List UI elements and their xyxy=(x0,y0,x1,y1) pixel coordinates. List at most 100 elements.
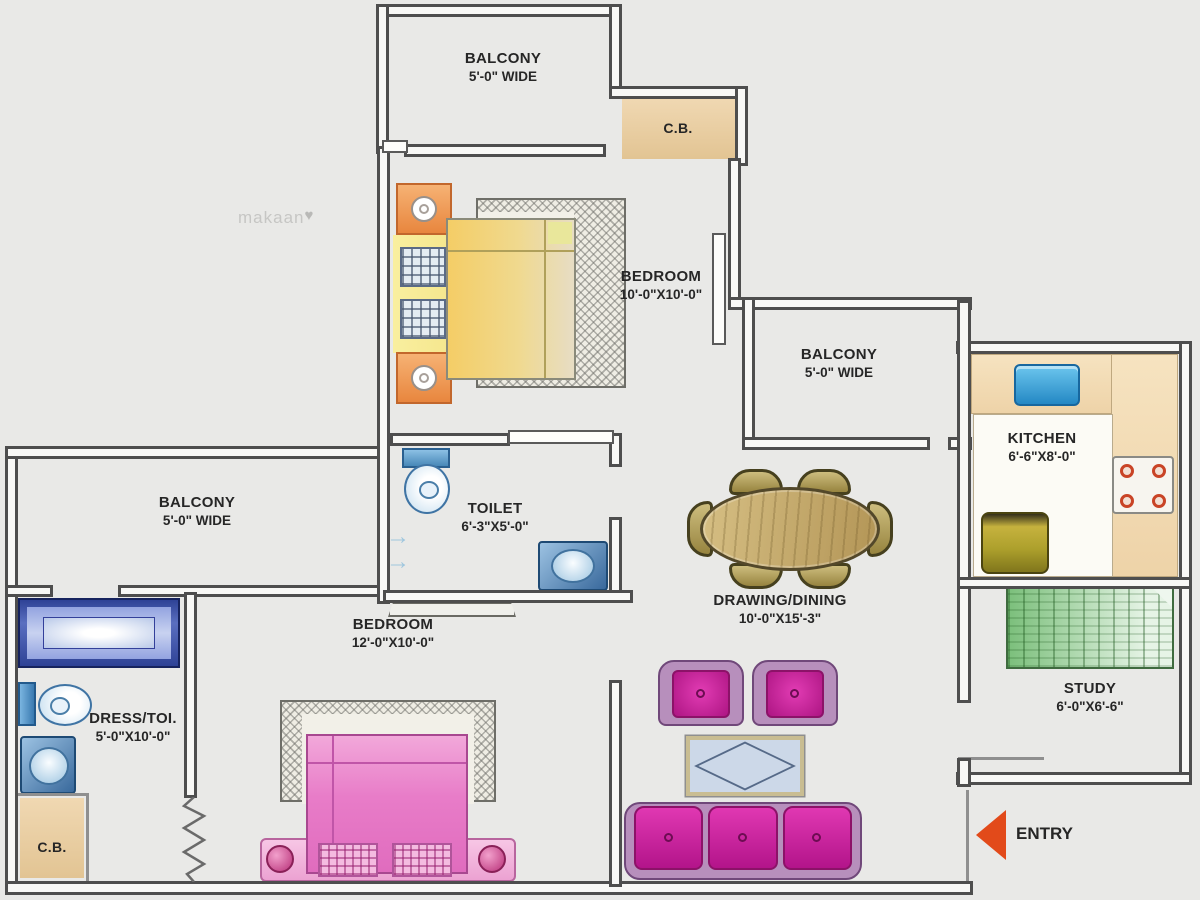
sofa-cushion xyxy=(782,806,852,870)
bed-blanket-icon xyxy=(446,218,576,380)
label-bedroom-bottom: BEDROOM 12'-0"X10'-0" xyxy=(352,616,434,651)
pillow-icon xyxy=(400,299,446,339)
cushion-button xyxy=(812,833,822,842)
label-dress-toi: DRESS/TOI. 5'-0"X10'-0" xyxy=(89,710,177,745)
room-name: BALCONY xyxy=(464,50,542,67)
floor-line xyxy=(8,793,88,796)
room-name: C.B. xyxy=(663,120,693,136)
wall xyxy=(184,592,197,798)
wall xyxy=(5,881,973,895)
room-dims: 5'-0"X10'-0" xyxy=(95,729,171,744)
room-name: C.B. xyxy=(37,839,67,855)
pillow-icon xyxy=(400,247,446,287)
armchair-icon xyxy=(752,660,838,726)
burner-icon xyxy=(1120,464,1134,478)
pillow-icon xyxy=(318,843,378,877)
wall xyxy=(735,86,748,166)
watermark: makaan♥ xyxy=(238,207,315,228)
lamp-icon xyxy=(411,365,437,391)
room-name: KITCHEN xyxy=(1007,430,1077,447)
kitchen-sink-icon xyxy=(1014,364,1080,406)
blanket-corner xyxy=(548,222,572,244)
blanket-fold xyxy=(332,736,334,872)
entry-threshold-line xyxy=(966,790,969,882)
room-dims: 6'-0"X6'-6" xyxy=(1056,699,1124,714)
sofa-cushion xyxy=(634,806,704,870)
room-dims: 6'-6"X8'-0" xyxy=(1008,449,1076,464)
bookshelf-stripes xyxy=(1008,587,1172,667)
dresser-inner xyxy=(27,607,171,659)
watermark-text: makaan xyxy=(238,208,305,227)
label-cb-top: C.B. xyxy=(663,119,692,137)
room-name: BALCONY xyxy=(158,494,236,511)
nightstand-icon xyxy=(396,352,452,404)
heart-icon: ♥ xyxy=(304,207,315,224)
sofa-icon xyxy=(624,802,862,880)
room-name: BEDROOM xyxy=(352,616,434,633)
wall xyxy=(390,433,510,446)
cushion-button xyxy=(663,833,673,842)
armchair-cushion xyxy=(766,670,824,718)
wall xyxy=(957,300,971,703)
room-dims: 10'-0"X15'-3" xyxy=(738,611,822,626)
wc-tank-icon xyxy=(18,682,36,726)
room-dims: 5'-0" WIDE xyxy=(468,69,538,84)
washbasin-icon xyxy=(20,736,76,794)
table-diamond-pattern xyxy=(694,741,796,791)
wall xyxy=(609,86,748,99)
room-dims: 10'-0"X10'-0" xyxy=(619,287,703,302)
cupboard-bottom xyxy=(20,798,84,878)
refrigerator-icon xyxy=(981,512,1049,574)
wall xyxy=(5,585,53,597)
wall xyxy=(957,577,1192,589)
label-study: STUDY 6'-0"X6'-6" xyxy=(1056,680,1123,715)
sofa-cushions xyxy=(634,806,852,870)
basin-bowl xyxy=(551,549,595,583)
lamp-icon xyxy=(411,196,437,222)
coffee-table-icon xyxy=(686,736,804,796)
label-balcony-right: BALCONY 5'-0" WIDE xyxy=(801,346,877,381)
wall xyxy=(377,146,390,604)
armchair-cushion xyxy=(672,670,730,718)
wall xyxy=(5,446,18,895)
armchair-icon xyxy=(658,660,744,726)
burner-icon xyxy=(1152,494,1166,508)
bed-knob-icon xyxy=(266,845,294,873)
wall xyxy=(383,590,633,603)
room-dims: 5'-0" WIDE xyxy=(162,513,232,528)
dining-table-icon xyxy=(700,487,880,571)
wall xyxy=(1179,341,1192,785)
entry-label: ENTRY xyxy=(1016,824,1073,843)
basin-bowl xyxy=(29,747,69,785)
room-name: BEDROOM xyxy=(620,268,702,285)
burner-icon xyxy=(1152,464,1166,478)
pillow-icon xyxy=(392,843,452,877)
wall xyxy=(742,437,930,450)
wall xyxy=(609,4,622,96)
room-dims: 12'-0"X10'-0" xyxy=(351,635,435,650)
shower-arrow-icon: → xyxy=(386,523,410,550)
wall xyxy=(118,585,387,597)
room-dims: 5'-0" WIDE xyxy=(804,365,874,380)
wall xyxy=(376,4,389,154)
table-grain xyxy=(703,490,877,568)
wc-drain xyxy=(419,481,439,499)
floor-line xyxy=(958,757,1044,760)
washbasin-icon xyxy=(538,541,608,591)
wc-drain xyxy=(50,697,70,715)
shower-icon: → → xyxy=(386,524,410,574)
shower-arrow-icon: → xyxy=(386,548,410,575)
cushion-button xyxy=(737,833,747,842)
label-balcony-left: BALCONY 5'-0" WIDE xyxy=(159,494,235,529)
label-bedroom-top: BEDROOM 10'-0"X10'-0" xyxy=(620,268,702,303)
wall xyxy=(728,158,741,306)
wall xyxy=(956,341,1192,354)
room-name: DRAWING/DINING xyxy=(713,592,847,609)
label-cb-bottom: C.B. xyxy=(37,838,66,856)
dresser-icon xyxy=(18,598,180,668)
wc-icon xyxy=(38,684,92,726)
room-name: TOILET xyxy=(467,500,523,517)
blanket-fold xyxy=(308,762,466,764)
blanket-fold xyxy=(544,220,546,378)
